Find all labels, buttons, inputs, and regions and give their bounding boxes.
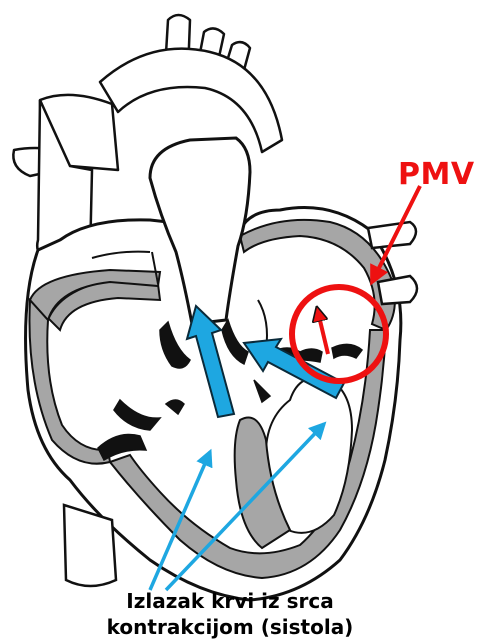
caption-line-1: Izlazak krvi iz srca (70, 588, 390, 614)
caption-line-2: kontrakcijom (sistola) (70, 614, 390, 640)
pmv-label: PMV (398, 157, 478, 192)
caption: Izlazak krvi iz srca kontrakcijom (sisto… (70, 588, 390, 640)
